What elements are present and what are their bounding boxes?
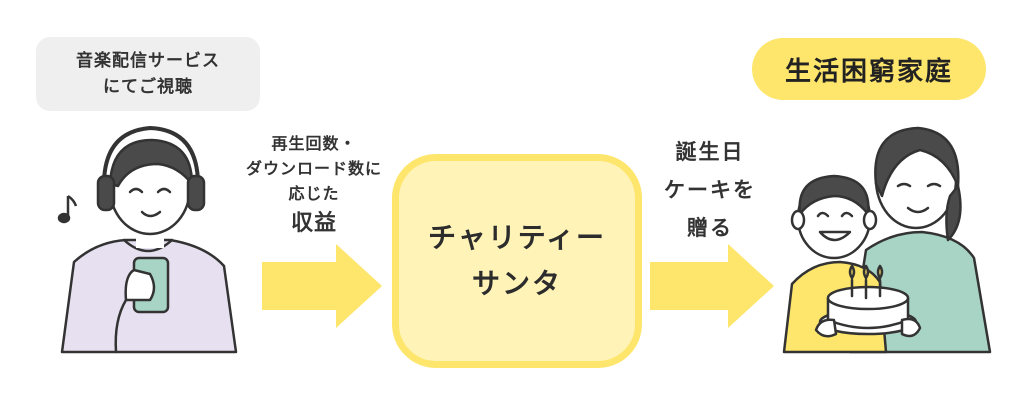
listener-person-icon	[60, 126, 238, 354]
source-bubble-line1: 音楽配信サービス	[76, 51, 220, 71]
music-note-icon	[57, 194, 78, 224]
revenue-label-line2: ダウンロード数に	[245, 159, 382, 178]
gift-label: 誕生日 ケーキを 贈る	[650, 133, 770, 247]
revenue-label-line3: 応じた	[288, 184, 340, 203]
charity-santa-box: チャリティー サンタ	[392, 154, 642, 368]
left-arrow-icon	[262, 244, 382, 328]
revenue-label-line4: 収益	[290, 211, 337, 236]
gift-label-line2: ケーキを	[664, 178, 756, 202]
target-badge: 生活困窮家庭	[752, 38, 986, 100]
gift-label-line1: 誕生日	[675, 140, 745, 164]
birthday-cake-icon	[814, 264, 922, 338]
gift-label-line3: 贈る	[687, 216, 733, 240]
target-badge-label: 生活困窮家庭	[784, 56, 953, 87]
source-bubble-line2: にてご視聴	[103, 77, 193, 97]
source-bubble: 音楽配信サービス にてご視聴	[36, 37, 260, 111]
right-arrow-icon	[650, 244, 774, 328]
revenue-label: 再生回数・ ダウンロード数に 応じた 収益	[222, 131, 406, 242]
revenue-label-line1: 再生回数・	[271, 134, 357, 153]
charity-santa-line2: サンタ	[471, 267, 562, 300]
charity-santa-line1: チャリティー	[427, 221, 607, 254]
